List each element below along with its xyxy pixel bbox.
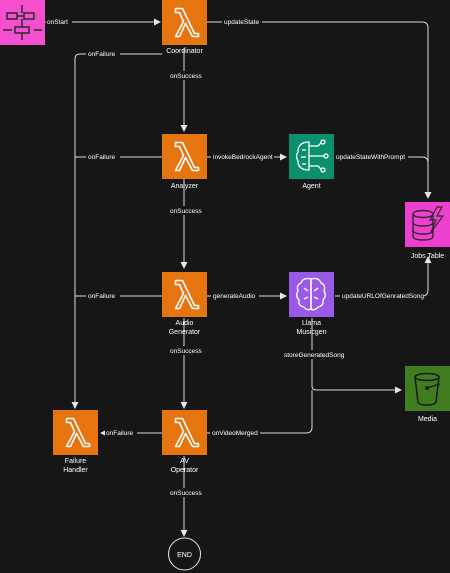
label-generate-audio: generateAudio [213,293,256,300]
edge-update-url [335,256,432,297]
analyzer-label: Analyzer [171,183,199,190]
label-update-state: updateState [224,19,259,26]
label-on-success-3: onSuccess [170,348,203,355]
coordinator-label: Coordinator [166,48,203,55]
label-on-failure-2: onFailure [88,154,115,161]
node-agent[interactable]: Agent [289,134,334,190]
edges [45,18,432,537]
label-store-generated-song: storeGeneratedSong [284,352,345,359]
label-on-failure-1: onFailure [88,51,115,58]
llama-musicgen-label-1: Llama [302,320,321,327]
label-on-success-2: onSuccess [170,208,203,215]
label-on-start: onStart [47,19,68,26]
node-audio-generator[interactable]: Audio Generator [162,272,207,336]
llama-musicgen-label-2: Musicgen [297,329,327,336]
label-on-success-4: onSuccess [170,490,203,497]
label-update-url: updateURLOfGenratedSong [342,293,424,300]
failure-handler-label-1: Failure [65,458,87,465]
node-av-operator[interactable]: AV Operator [162,410,207,474]
step-functions-icon [3,5,42,40]
edge-update-prompt [335,156,429,198]
end-label: END [177,552,192,559]
node-llama-musicgen[interactable]: Llama Musicgen [289,272,334,336]
node-coordinator[interactable]: Coordinator [162,0,207,55]
edge-update-state [207,21,432,199]
edge-failure-bus [71,53,162,409]
av-operator-label-2: Operator [171,467,199,474]
node-media[interactable]: Media [405,366,450,423]
s3-bucket-icon [414,372,441,406]
node-failure-handler[interactable]: Failure Handler [53,410,98,474]
audio-generator-label-2: Generator [169,329,201,336]
label-on-failure-3: onFailure [88,293,115,300]
model-icon [296,277,326,311]
dynamodb-icon [412,206,445,241]
label-on-failure-4: onFailure [106,430,133,437]
node-analyzer[interactable]: Analyzer [162,134,207,190]
label-update-state-with-prompt: updateStateWithPrompt [336,154,405,161]
av-operator-label-1: AV [180,458,189,465]
node-step-functions[interactable] [0,0,45,45]
jobs-table-label: Jobs Table [411,253,444,260]
edge-video-merged [207,390,313,434]
node-end[interactable]: END [168,537,201,571]
media-label: Media [418,416,437,423]
node-jobs-table[interactable]: Jobs Table [405,202,450,260]
label-invoke-bedrock-agent: invokeBedrockAgent [213,154,273,161]
edge-store-song [311,318,402,394]
edge-labels: onStart updateState onFailure onSuccess … [46,17,424,497]
bedrock-agent-icon [295,139,329,173]
audio-generator-label-1: Audio [176,320,194,327]
agent-label: Agent [302,183,320,190]
failure-handler-label-2: Handler [63,467,88,474]
label-on-video-merged: onVideoMerged [212,430,258,437]
label-on-success-1: onSuccess [170,73,203,80]
